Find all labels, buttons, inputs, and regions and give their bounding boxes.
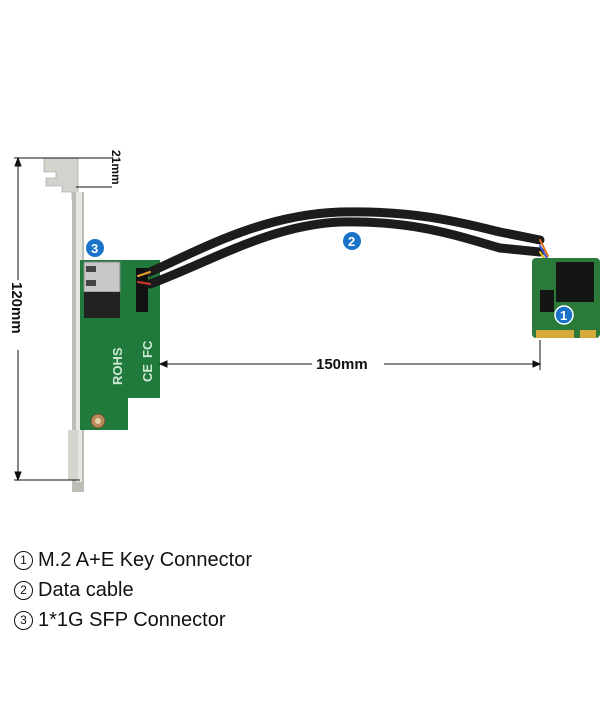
circled-number-marker: 3 [14, 610, 33, 630]
data-cable [137, 207, 549, 289]
sfp-board: ROHS CE FC [80, 260, 160, 430]
legend-label: M.2 A+E Key Connector [38, 549, 253, 571]
pci-bracket [40, 157, 84, 492]
svg-text:2: 2 [348, 234, 355, 249]
m2-card [532, 258, 600, 338]
circled-number-marker: 1 [14, 550, 33, 570]
callout-badge-1: 1 [554, 305, 574, 325]
rohs-marking: ROHS [110, 347, 125, 385]
legend-label: Data cable [38, 579, 134, 601]
legend-label: 1*1G SFP Connector [38, 609, 226, 631]
legend-item: 2 Data cable [14, 575, 252, 605]
fc-marking: FC [140, 340, 155, 358]
circled-number-marker: 2 [14, 580, 33, 600]
cable-length-label: 150mm [316, 356, 368, 373]
legend-item: 1 M.2 A+E Key Connector [14, 545, 252, 575]
ce-marking: CE [140, 364, 155, 382]
tab-height-label: 21mm [109, 150, 123, 185]
legend: 1 M.2 A+E Key Connector 2 Data cable 3 1… [14, 545, 252, 635]
callout-badge-3: 3 [86, 239, 104, 257]
callout-badge-2: 2 [343, 232, 361, 250]
svg-text:1: 1 [560, 308, 567, 323]
product-figure: ROHS CE FC 120mm 21mm 150mm [6, 150, 600, 492]
bracket-height-label: 120mm [8, 282, 25, 334]
legend-item: 3 1*1G SFP Connector [14, 605, 252, 635]
svg-text:3: 3 [91, 241, 98, 256]
